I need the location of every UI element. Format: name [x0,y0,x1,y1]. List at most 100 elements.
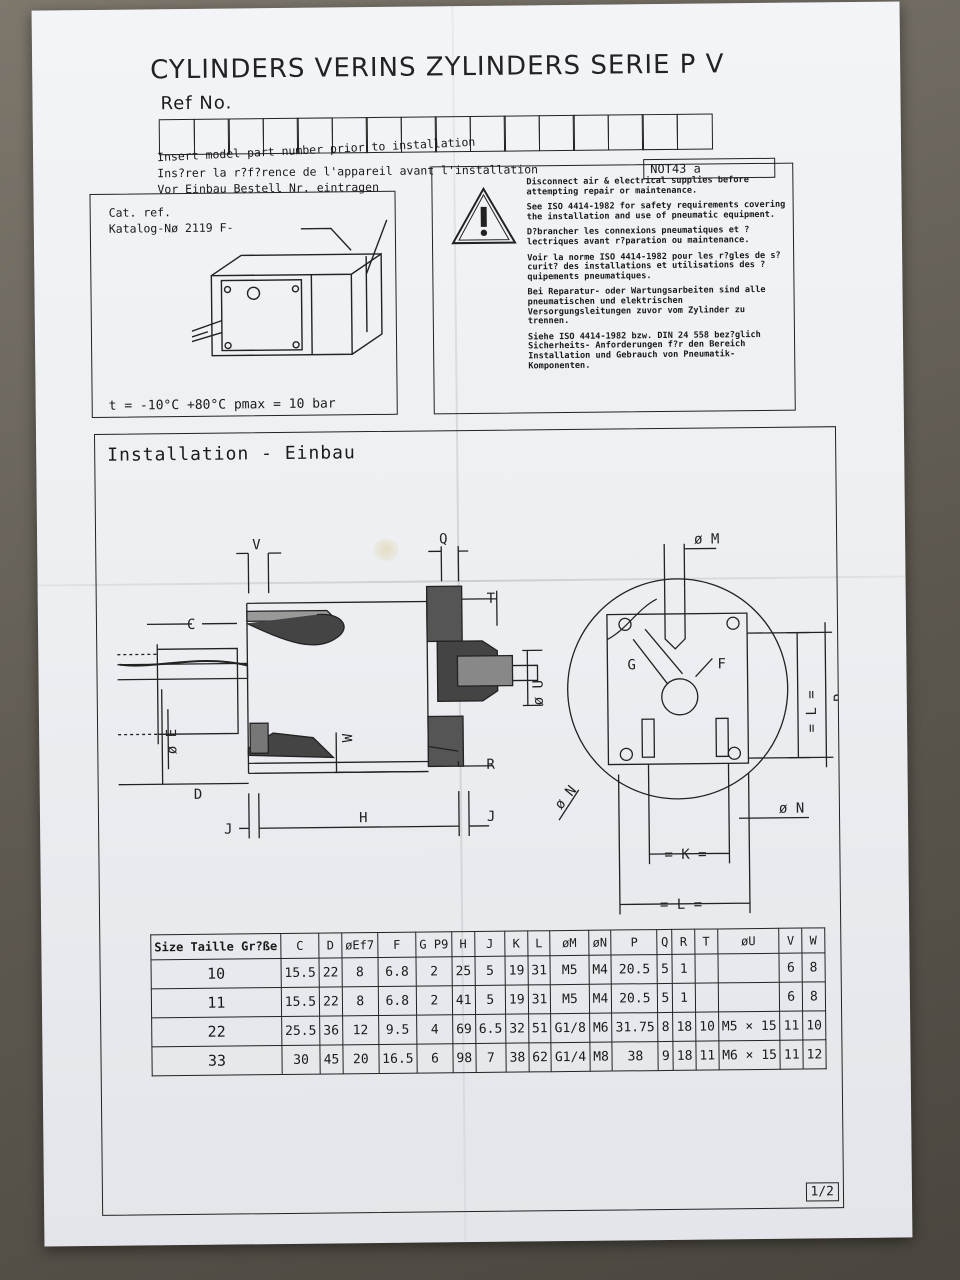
dim-label-l-horiz: = L = [660,897,702,913]
table-cell: 6.5 [475,1014,506,1044]
dim-label-g: G [627,657,636,673]
table-cell: M5 × 15 [718,1011,781,1041]
table-cell: 38 [612,1041,659,1072]
table-header-cell: øU [717,928,780,954]
ref-digit-box[interactable] [607,114,644,151]
document-title: CYLINDERS VERINS ZYLINDERS SERIE P V [150,49,725,86]
table-cell: 45 [320,1044,344,1075]
dim-label-om: ø M [694,531,719,547]
table-cell: G1/4 [551,1042,590,1072]
table-cell: 10 [802,1010,826,1041]
table-cell: 25.5 [281,1016,321,1046]
dim-label-r: R [486,757,495,773]
table-cell: 2 [416,985,453,1016]
table-cell: 5 [657,983,673,1013]
dim-label-j-right: J [487,809,496,825]
dim-label-v: V [252,537,261,553]
installation-drawing: V Q C T ø U ø E W R D J H J ø M G F = L … [117,531,840,915]
table-cell: M6 [589,1013,613,1043]
table-cell: 11 [780,1040,804,1070]
table-cell: 20 [342,1044,379,1074]
table-cell: 4 [416,1014,453,1045]
table-cell: 5 [474,956,506,986]
table-header-cell: øN [588,930,612,956]
dim-label-j-left: J [224,822,233,838]
ref-no-label: Ref No. [160,92,233,115]
table-cell: 12 [342,1015,379,1045]
table-cell: 22 [319,986,343,1017]
dim-label-d: D [194,787,203,803]
dim-label-q: Q [439,531,448,547]
table-cell: 6.8 [377,957,417,987]
dim-label-oe: ø E [164,729,180,754]
warning-paragraph: Voir la norme ISO 4414-1982 pour les r?g… [527,250,781,283]
dim-label-f: F [717,656,726,672]
size-cell: 33 [151,1045,283,1076]
operating-conditions: t = -10°C +80°C pmax = 10 bar [108,396,336,414]
size-cell: 11 [151,987,282,1018]
table-cell: M6 × 15 [718,1040,781,1070]
table-cell: 36 [319,1015,343,1046]
table-cell: 38 [505,1042,529,1073]
table-cell: 30 [281,1045,321,1075]
table-cell [695,982,719,1013]
table-cell: 2 [416,956,453,987]
table-cell: 69 [452,1014,476,1044]
warning-paragraph: See ISO 4414-1982 for safety requirement… [526,199,786,223]
dim-label-k: = K = [664,847,706,863]
size-header-cell: Size Taille Gr?ße [150,933,281,960]
table-cell: M4 [588,984,612,1014]
table-header-cell: J [474,931,506,957]
table-header-cell: R [672,929,695,955]
warning-paragraph: Bei Reparatur- oder Wartungsarbeiten sin… [527,285,766,327]
table-cell: 16.5 [378,1044,418,1074]
table-cell: 15.5 [281,987,320,1017]
dim-label-p: P [832,694,840,703]
page-number: 1/2 [805,1182,840,1202]
table-cell: 20.5 [611,983,659,1014]
table-header-cell: C [280,933,320,959]
table-cell: 8 [802,952,826,983]
table-header-cell: T [694,928,718,955]
installation-title: Installation - Einbau [107,442,356,466]
table-header-cell: øM [550,930,589,956]
cylinder-illustration [190,219,388,357]
ref-digit-box[interactable] [572,114,610,151]
warning-triangle-icon [451,186,517,245]
table-header-cell: F [377,932,417,958]
table-header-cell: D [318,932,342,959]
table-cell: M5 [550,955,589,985]
dim-label-ou: ø U [531,680,547,705]
table-cell: G1/8 [550,1013,590,1043]
table-cell: 31.75 [611,1012,659,1043]
warning-paragraph: D?brancher les connexions pneumatiques e… [526,225,750,248]
table-cell: 15.5 [280,958,320,988]
table-cell: 32 [505,1013,529,1044]
dim-label-h: H [359,810,368,826]
table-cell: 31 [527,955,551,985]
ref-digit-box[interactable] [676,113,713,150]
table-header-cell: K [504,930,528,957]
table-cell: 8 [658,1012,674,1042]
table-cell: 5 [474,985,506,1015]
document-sheet: CYLINDERS VERINS ZYLINDERS SERIE P V Ref… [31,1,913,1247]
table-cell: 19 [505,984,529,1015]
table-cell: 6.8 [377,986,417,1016]
table-cell: 62 [528,1042,552,1072]
table-cell: 19 [505,955,529,986]
table-header-cell: L [527,930,551,956]
size-cell: 10 [150,958,282,989]
ref-digit-box[interactable] [538,114,575,152]
ref-digit-box[interactable] [641,113,679,151]
table-cell: 9 [658,1041,674,1071]
dim-label-l-vert: = L = [804,690,820,732]
table-cell: 8 [802,981,826,1012]
table-header-cell: H [451,931,475,957]
table-cell: 18 [673,1041,697,1071]
table-header-cell: V [779,928,803,954]
table-cell: 98 [452,1043,476,1073]
table-cell: 7 [475,1043,507,1073]
table-cell: 8 [341,957,378,987]
safety-warning-text: Disconnect air & electrical supplies bef… [526,175,790,378]
